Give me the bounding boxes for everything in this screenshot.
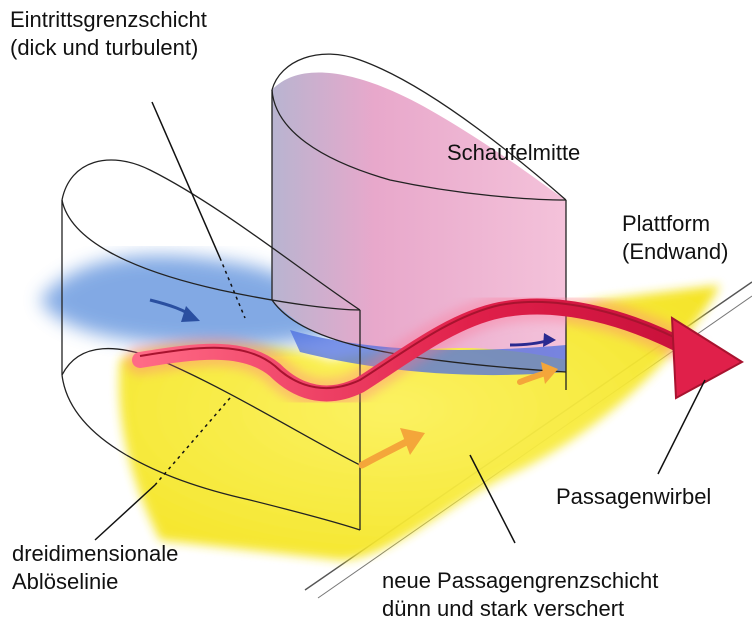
label-separation-line1: dreidimensionale — [12, 540, 178, 568]
label-separation-line2: Ablöselinie — [12, 568, 178, 596]
label-inlet-line2: (dick und turbulent) — [10, 34, 207, 62]
label-platform-line1: Plattform — [622, 210, 728, 238]
label-passage-vortex-text: Passagenwirbel — [556, 483, 711, 511]
label-blade-midspan: Schaufelmitte — [447, 139, 580, 167]
label-inlet-boundary-layer: Eintrittsgrenzschicht (dick und turbulen… — [10, 6, 207, 62]
label-inlet-line1: Eintrittsgrenzschicht — [10, 6, 207, 34]
label-new-boundary-layer: neue Passagengrenzschicht dünn und stark… — [382, 567, 658, 623]
label-platform-line2: (Endwand) — [622, 238, 728, 266]
label-blade-midspan-text: Schaufelmitte — [447, 139, 580, 167]
label-separation-line: dreidimensionale Ablöselinie — [12, 540, 178, 596]
label-passage-vortex: Passagenwirbel — [556, 483, 711, 511]
label-new-line2: dünn und stark verschert — [382, 595, 658, 623]
label-platform: Plattform (Endwand) — [622, 210, 728, 266]
label-new-line1: neue Passagengrenzschicht — [382, 567, 658, 595]
